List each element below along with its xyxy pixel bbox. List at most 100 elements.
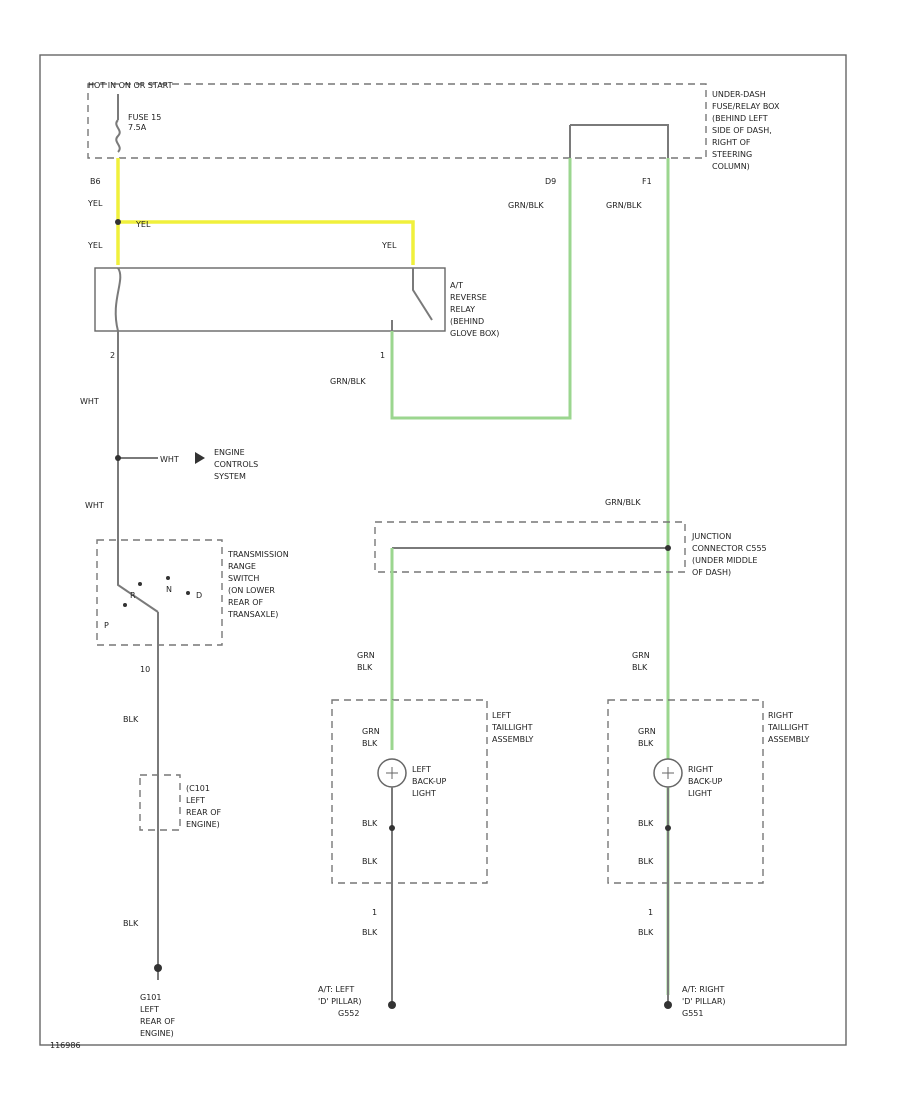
ground-g552-icon xyxy=(388,1001,396,1009)
blk-label: BLK xyxy=(123,715,139,724)
g101-label: G101 xyxy=(140,993,161,1002)
grn-label: GRN xyxy=(638,727,656,736)
relay-switch-contact xyxy=(412,268,433,321)
right-taillight-label: ASSEMBLY xyxy=(768,735,809,744)
left-taillight-label: ASSEMBLY xyxy=(492,735,533,744)
trs-label: REAR OF xyxy=(228,598,263,607)
relay-label: (BEHIND xyxy=(450,317,484,326)
pin-1-label: 1 xyxy=(648,908,653,917)
fuse-box-label: UNDER-DASH xyxy=(712,90,766,99)
c101-label: (C101 xyxy=(186,784,210,793)
left-taillight-outline xyxy=(331,699,488,884)
grn-blk-wire-d9 xyxy=(390,158,572,420)
g101-label: LEFT xyxy=(140,1005,159,1014)
junction-label: OF DASH) xyxy=(692,568,731,577)
blk-label: BLK xyxy=(362,819,378,828)
grn-blk-label: GRN/BLK xyxy=(606,201,642,210)
g101-label: REAR OF xyxy=(140,1017,175,1026)
hot-in-run-label: HOT IN ON OR START xyxy=(88,81,173,90)
pin-f1-label: F1 xyxy=(642,177,652,186)
junction-label: CONNECTOR C555 xyxy=(692,544,767,553)
fuse-box-label: STEERING xyxy=(712,150,752,159)
g551-label: 'D' PILLAR) xyxy=(682,997,726,1006)
fuse-relay-box-outline xyxy=(87,83,707,159)
trs-label: SWITCH xyxy=(228,574,259,583)
range-n-label: N xyxy=(166,585,172,594)
reverse-relay-box xyxy=(94,267,446,332)
fuse-label: FUSE 15 xyxy=(128,113,161,122)
left-backup-light-label: LIGHT xyxy=(412,789,436,798)
g552-label: G552 xyxy=(338,1009,359,1018)
right-backup-light-label: BACK-UP xyxy=(688,777,723,786)
ground-g101-icon xyxy=(154,964,162,972)
grn-label: GRN xyxy=(632,651,650,660)
blk-label: BLK xyxy=(632,663,648,672)
c101-label: ENGINE) xyxy=(186,820,220,829)
fuse-symbol xyxy=(115,119,121,153)
pin-d9-label: D9 xyxy=(545,177,556,186)
g551-label: A/T: RIGHT xyxy=(682,985,725,994)
blk-label: BLK xyxy=(362,857,378,866)
range-contact-n xyxy=(166,576,170,580)
wht-label: WHT xyxy=(80,397,99,406)
left-taillight-label: LEFT xyxy=(492,711,511,720)
range-switch-blade xyxy=(117,545,159,613)
left-backup-light-label: LEFT xyxy=(412,765,431,774)
right-taillight-outline xyxy=(607,699,764,884)
yel-label: YEL xyxy=(87,199,103,208)
splice-dot xyxy=(389,825,395,831)
right-taillight-label: TAILLIGHT xyxy=(767,723,809,732)
range-p-label: P xyxy=(104,621,109,630)
splice-dot xyxy=(115,219,121,225)
g551-label: G551 xyxy=(682,1009,703,1018)
relay-label: A/T xyxy=(450,281,463,290)
fuse-box-label: (BEHIND LEFT xyxy=(712,114,768,123)
right-backup-light-label: RIGHT xyxy=(688,765,713,774)
wht-label: WHT xyxy=(85,501,104,510)
arrow-to-ecs-icon xyxy=(195,452,205,464)
grn-blk-label: GRN/BLK xyxy=(330,377,366,386)
relay-coil xyxy=(114,267,122,332)
c101-label: LEFT xyxy=(186,796,205,805)
grn-blk-label: GRN/BLK xyxy=(508,201,544,210)
junction-label: (UNDER MIDDLE xyxy=(692,556,757,565)
fuse-box-label: COLUMN) xyxy=(712,162,750,171)
splice-dot xyxy=(665,825,671,831)
range-d-label: D xyxy=(196,591,202,600)
ecs-label: ENGINE xyxy=(214,448,245,457)
grn-blk-label: GRN/BLK xyxy=(605,498,641,507)
pin-2-label: 2 xyxy=(110,351,115,360)
splice-dot xyxy=(115,455,121,461)
fuse-amp-label: 7.5A xyxy=(128,123,147,132)
right-taillight-label: RIGHT xyxy=(768,711,793,720)
right-backup-light-label: LIGHT xyxy=(688,789,712,798)
diagram-border xyxy=(39,54,847,1046)
trs-label: RANGE xyxy=(228,562,256,571)
range-contact-d xyxy=(186,591,190,595)
transmission-range-switch-outline xyxy=(96,539,223,646)
wht-label: WHT xyxy=(160,455,179,464)
ecs-label: CONTROLS xyxy=(214,460,258,469)
blk-label: BLK xyxy=(362,739,378,748)
relay-label: GLOVE BOX) xyxy=(450,329,499,338)
pin-1-label: 1 xyxy=(372,908,377,917)
splice-dot xyxy=(665,545,671,551)
blk-label: BLK xyxy=(638,857,654,866)
relay-label: REVERSE xyxy=(450,293,487,302)
left-backup-light-label: BACK-UP xyxy=(412,777,447,786)
ground-g551-icon xyxy=(664,1001,672,1009)
yel-label: YEL xyxy=(87,241,103,250)
yel-wire-to-relay xyxy=(118,220,415,265)
junction-label: JUNCTION xyxy=(691,532,731,541)
yel-label: YEL xyxy=(135,220,151,229)
figure-id: 116986 xyxy=(50,1041,81,1050)
blk-label: BLK xyxy=(123,919,139,928)
fuse-box-label: SIDE OF DASH, xyxy=(712,126,772,135)
left-bulb-filament xyxy=(386,767,398,779)
right-bulb-filament xyxy=(662,767,674,779)
trs-label: (ON LOWER xyxy=(228,586,275,595)
relay-label: RELAY xyxy=(450,305,475,314)
trs-pin-label: 10 xyxy=(140,665,150,674)
g552-label: A/T: LEFT xyxy=(318,985,354,994)
ecs-label: SYSTEM xyxy=(214,472,246,481)
